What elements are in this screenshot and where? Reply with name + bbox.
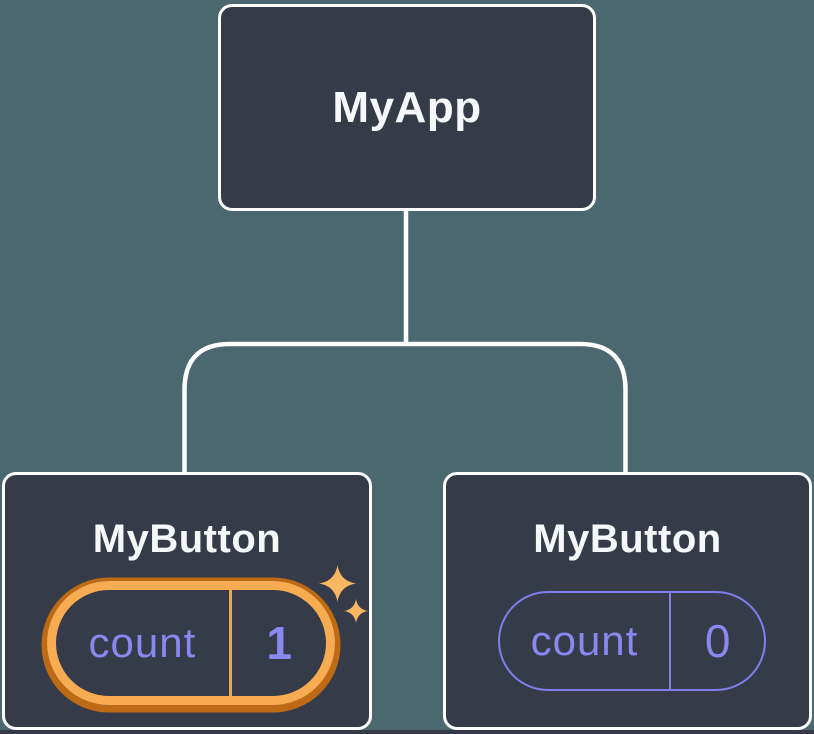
pill-divider bbox=[228, 590, 233, 696]
state-value: 1 bbox=[266, 617, 292, 669]
state-name-label: count bbox=[88, 619, 197, 666]
state-name-label: count bbox=[530, 617, 639, 664]
connector-branch bbox=[182, 341, 628, 473]
page-background-edge bbox=[0, 730, 814, 734]
sparkles-icon bbox=[344, 599, 368, 623]
component-label: MyButton bbox=[92, 517, 282, 561]
sparkles-icon bbox=[319, 565, 356, 602]
state-value: 0 bbox=[704, 615, 731, 667]
component-node-child-highlighted: MyButton count 1 bbox=[2, 472, 372, 730]
component-label: MyButton bbox=[533, 517, 722, 561]
component-label: MyApp bbox=[332, 82, 482, 132]
component-node-root: MyApp bbox=[218, 4, 596, 211]
state-pill: count 0 bbox=[498, 591, 766, 691]
pill-divider bbox=[668, 593, 672, 689]
state-pill-highlighted: count 1 bbox=[47, 581, 335, 705]
component-node-child-plain: MyButton count 0 bbox=[443, 472, 812, 730]
